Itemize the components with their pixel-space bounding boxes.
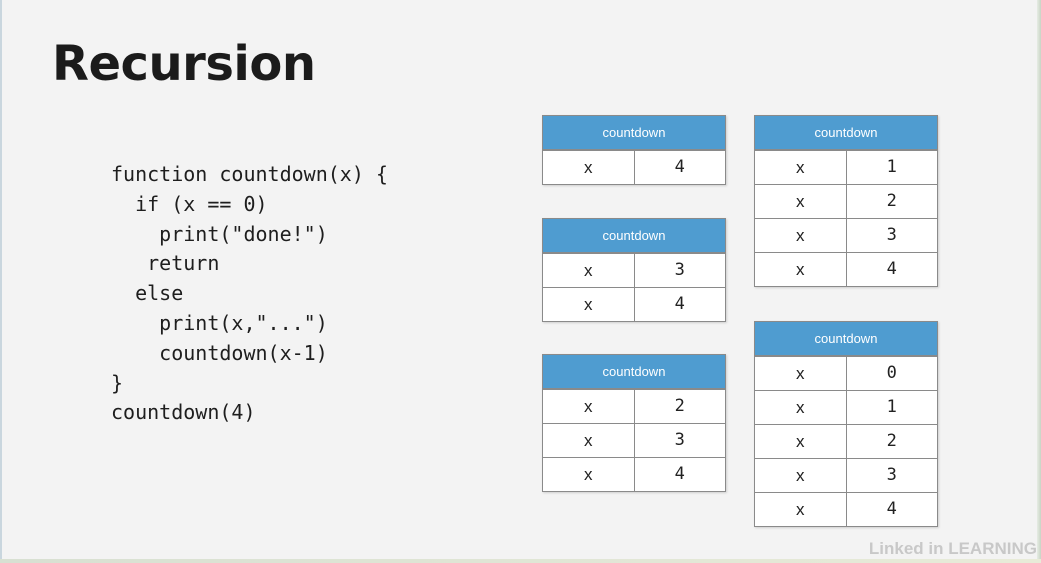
slide-title: Recursion bbox=[52, 36, 316, 92]
frame-val: 4 bbox=[674, 157, 685, 177]
stack-frame-4: countdown x 1 x 2 x 3 x 4 bbox=[754, 115, 938, 287]
code-line: else bbox=[111, 281, 184, 306]
code-line: } bbox=[111, 370, 124, 395]
frame-row: x 4 bbox=[755, 492, 937, 526]
frame-var: x bbox=[755, 459, 847, 492]
frame-row: x 3 bbox=[543, 423, 725, 457]
frame-val: 2 bbox=[886, 191, 897, 211]
frame-val: 1 bbox=[886, 157, 897, 177]
slide-edge bbox=[1037, 0, 1041, 563]
frame-row: x 4 bbox=[755, 252, 937, 286]
frame-var: x bbox=[755, 219, 847, 252]
frame-var: x bbox=[755, 391, 847, 424]
code-line: print("done!") bbox=[111, 221, 328, 246]
frame-var: x bbox=[755, 425, 847, 458]
code-line: print(x,"...") bbox=[111, 310, 328, 335]
frame-val: 2 bbox=[674, 396, 685, 416]
frame-row: x 1 bbox=[755, 150, 937, 184]
frame-val: 4 bbox=[674, 294, 685, 314]
frame-val: 3 bbox=[886, 465, 897, 485]
frame-val: 4 bbox=[886, 259, 897, 279]
frame-val: 3 bbox=[886, 225, 897, 245]
stack-frame-5: countdown x 0 x 1 x 2 x 3 x 4 bbox=[754, 321, 938, 527]
slide-edge bbox=[0, 559, 1041, 563]
frame-row: x 4 bbox=[543, 150, 725, 184]
frame-header: countdown bbox=[755, 116, 937, 150]
frame-var: x bbox=[543, 424, 635, 457]
frame-val: 0 bbox=[886, 363, 897, 383]
frame-var: x bbox=[543, 390, 635, 423]
frame-row: x 2 bbox=[755, 184, 937, 218]
frame-header: countdown bbox=[543, 219, 725, 253]
code-block: function countdown(x) { if (x == 0) prin… bbox=[111, 160, 388, 428]
stack-frame-3: countdown x 2 x 3 x 4 bbox=[542, 354, 726, 492]
frame-var: x bbox=[543, 254, 635, 287]
linkedin-learning-watermark: Linked in LEARNING bbox=[868, 539, 1037, 558]
stack-frame-1: countdown x 4 bbox=[542, 115, 726, 185]
frame-var: x bbox=[755, 493, 847, 526]
frame-var: x bbox=[755, 253, 847, 286]
frame-row: x 2 bbox=[543, 389, 725, 423]
stack-frame-2: countdown x 3 x 4 bbox=[542, 218, 726, 322]
code-line: countdown(4) bbox=[111, 400, 256, 425]
frame-var: x bbox=[755, 151, 847, 184]
code-line: function countdown(x) { bbox=[111, 162, 388, 186]
frame-row: x 3 bbox=[755, 458, 937, 492]
frame-row: x 4 bbox=[543, 287, 725, 321]
code-line: return bbox=[111, 251, 220, 276]
frame-row: x 2 bbox=[755, 424, 937, 458]
frame-row: x 4 bbox=[543, 457, 725, 491]
frame-val: 4 bbox=[886, 499, 897, 519]
frame-row: x 0 bbox=[755, 356, 937, 390]
frame-row: x 3 bbox=[755, 218, 937, 252]
frame-val: 1 bbox=[886, 397, 897, 417]
frame-var: x bbox=[543, 288, 635, 321]
frame-row: x 3 bbox=[543, 253, 725, 287]
code-line: if (x == 0) bbox=[111, 191, 268, 216]
frame-row: x 1 bbox=[755, 390, 937, 424]
frame-header: countdown bbox=[755, 322, 937, 356]
frame-header: countdown bbox=[543, 355, 725, 389]
frame-var: x bbox=[543, 458, 635, 491]
code-line: countdown(x-1) bbox=[111, 340, 328, 365]
frame-val: 2 bbox=[886, 431, 897, 451]
frame-header: countdown bbox=[543, 116, 725, 150]
frame-var: x bbox=[755, 185, 847, 218]
frame-val: 3 bbox=[674, 430, 685, 450]
frame-val: 4 bbox=[674, 464, 685, 484]
frame-val: 3 bbox=[674, 260, 685, 280]
frame-var: x bbox=[755, 357, 847, 390]
frame-var: x bbox=[543, 151, 635, 184]
